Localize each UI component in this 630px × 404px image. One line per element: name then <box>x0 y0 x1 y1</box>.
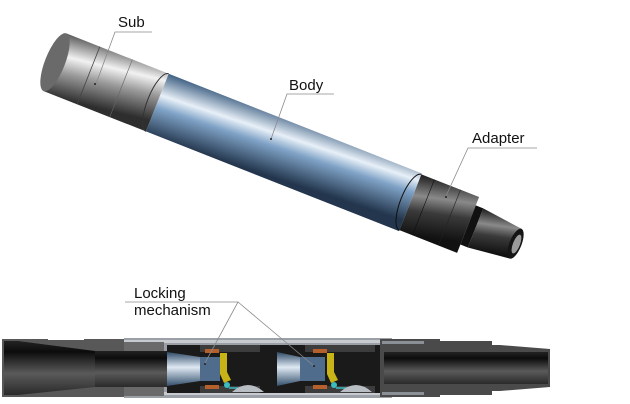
locking-label-line2: mechanism <box>134 302 211 319</box>
body-label: Body <box>289 77 324 94</box>
body-leader-dot <box>270 138 272 140</box>
locking-leader-dot-1 <box>204 363 206 365</box>
adapter-leader-dot <box>445 196 447 198</box>
sub-part <box>40 33 169 132</box>
sub-leader-line <box>95 31 152 85</box>
tool-cross-section <box>2 338 550 398</box>
locking-leader-dot-2 <box>313 365 315 367</box>
locking-leader-line-2 <box>237 301 315 367</box>
adapter-part <box>395 173 524 259</box>
body-part <box>142 73 422 232</box>
locking-label-line1: Locking <box>134 285 186 302</box>
adapter-label: Adapter <box>472 130 525 147</box>
sub-leader-dot <box>94 83 96 85</box>
locking-mechanism-2 <box>267 345 380 393</box>
sub-label: Sub <box>118 14 145 31</box>
tool-3d-view <box>40 33 524 259</box>
locking-mechanism-1 <box>167 345 267 393</box>
body-leader-line <box>270 93 334 140</box>
adapter-leader-line <box>445 147 537 197</box>
